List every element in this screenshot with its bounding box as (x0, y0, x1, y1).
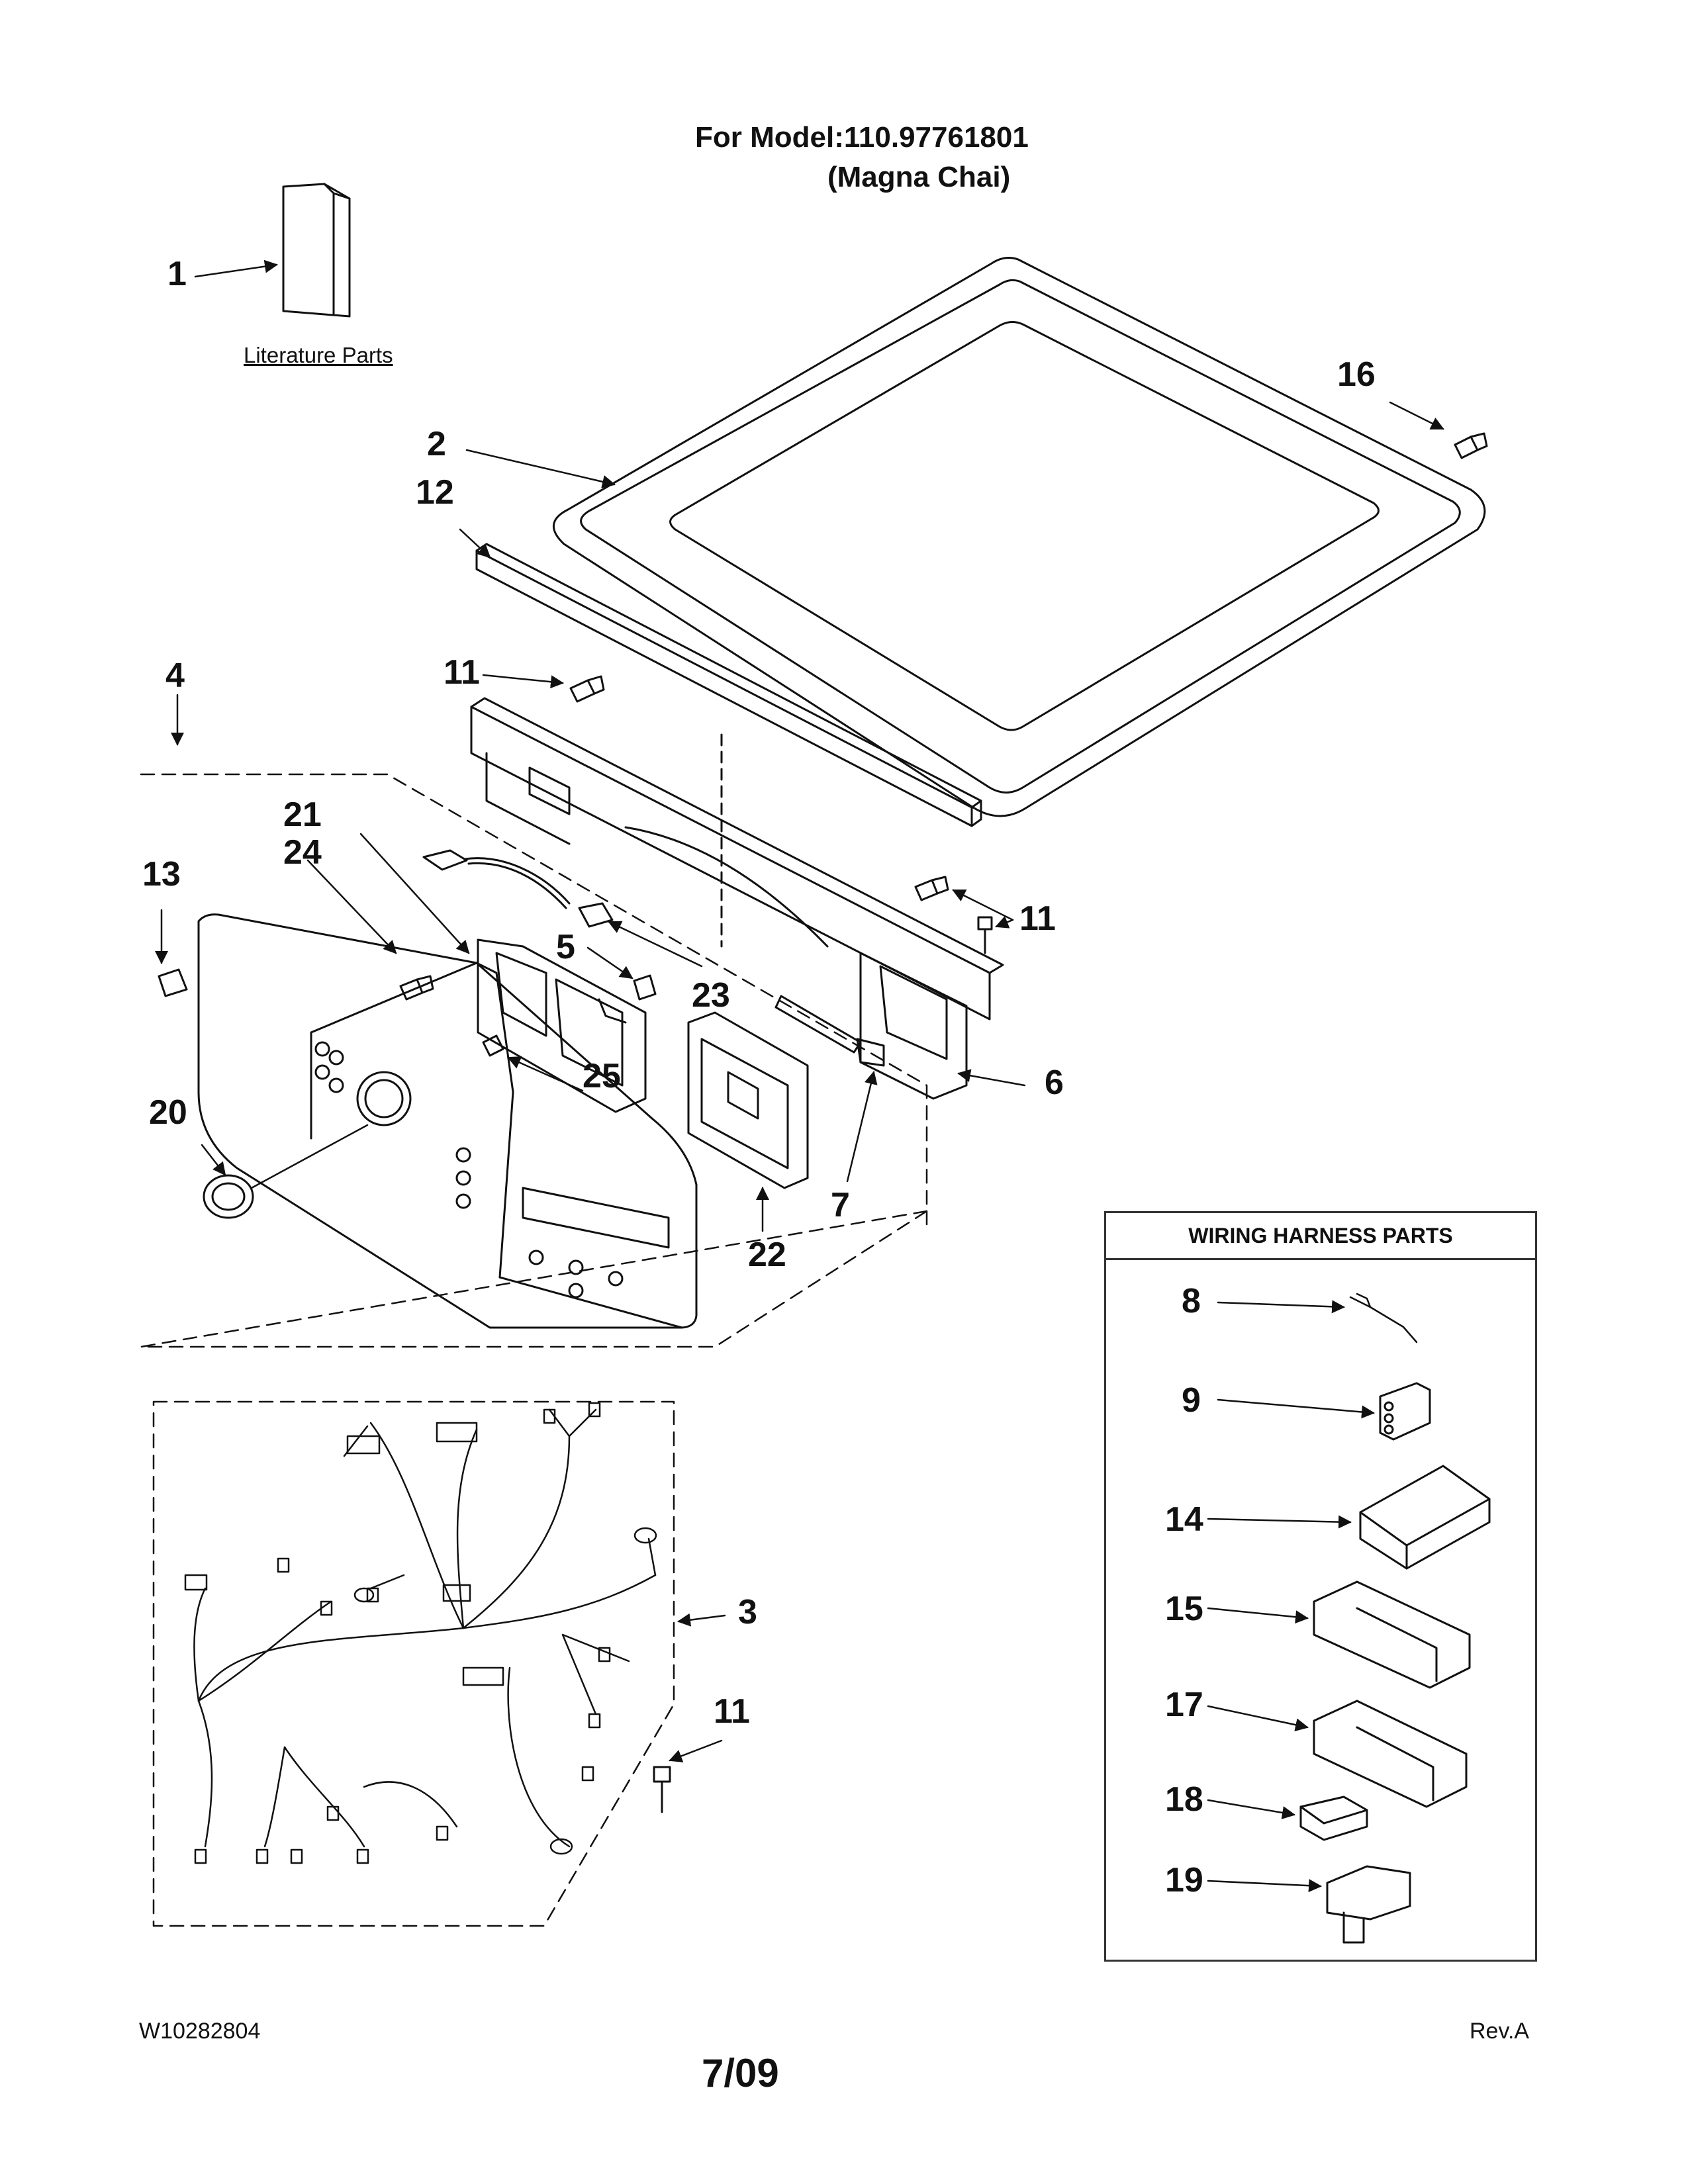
callout-20: 20 (149, 1093, 187, 1132)
small-clips (482, 974, 657, 1057)
callout-18: 18 (1165, 1780, 1203, 1819)
literature-booklet (282, 183, 351, 318)
callout-15: 15 (1165, 1590, 1203, 1628)
callout-16: 16 (1337, 355, 1376, 394)
console-group-boundary (140, 773, 928, 1348)
terminal-icon (1349, 1293, 1418, 1343)
callout-23: 23 (692, 976, 730, 1015)
connector-19-icon (1326, 1865, 1411, 1944)
connector-18-icon (1299, 1796, 1368, 1841)
harness-group-boundary (152, 1400, 675, 1927)
callout-25: 25 (583, 1057, 621, 1095)
callout-12: 12 (416, 473, 454, 512)
callout-1: 1 (167, 255, 187, 293)
callout-7: 7 (831, 1186, 850, 1224)
connector-3pin-icon (1379, 1382, 1431, 1441)
callout-17: 17 (1165, 1686, 1203, 1724)
main-wire-harness (184, 1402, 657, 1864)
connector-block-icon (1359, 1465, 1491, 1570)
trim-strip (475, 543, 982, 827)
callout-14: 14 (1165, 1500, 1203, 1539)
callout-8: 8 (1182, 1282, 1201, 1320)
ui-board (477, 938, 647, 1113)
model-number: For Model:110.97761801 (695, 121, 1029, 154)
literature-parts-label: Literature Parts (244, 343, 393, 367)
callout-2: 2 (427, 425, 446, 463)
callout-22: 22 (748, 1236, 786, 1274)
callout-19: 19 (1165, 1861, 1203, 1899)
revision-date: 7/09 (702, 2051, 779, 2095)
callout-11-top: 11 (444, 653, 480, 692)
housing-17-icon (1313, 1700, 1468, 1808)
model-name: (Magna Chai) (827, 161, 1011, 193)
housing-15-icon (1313, 1580, 1471, 1689)
wiring-harness-title: WIRING HARNESS PARTS (1106, 1213, 1535, 1260)
callout-5: 5 (556, 928, 575, 966)
callout-9: 9 (1182, 1381, 1201, 1420)
screw-icons (399, 432, 1488, 1813)
knob (203, 1124, 369, 1219)
callout-3: 3 (738, 1593, 757, 1631)
callout-6: 6 (1045, 1064, 1064, 1102)
document-number: W10282804 (139, 2019, 261, 2044)
revision-label: Rev.A (1470, 2019, 1530, 2044)
connector-lead (422, 849, 614, 928)
callout-24: 24 (283, 833, 322, 872)
callout-4: 4 (165, 657, 185, 695)
control-board (687, 1011, 809, 1189)
callout-11-bottom: 11 (714, 1692, 750, 1731)
callout-21: 21 (283, 796, 322, 834)
model-header: For Model:110.97761801 (Magna Chai) (695, 118, 1029, 197)
wiring-harness-box: WIRING HARNESS PARTS (1104, 1211, 1537, 1962)
callout-13: 13 (142, 855, 181, 893)
leader-lines (155, 259, 1444, 1893)
console-panel (158, 913, 698, 1329)
callout-11-right: 11 (1019, 899, 1056, 938)
cable-tie (774, 995, 885, 1067)
top-panel (552, 257, 1486, 817)
